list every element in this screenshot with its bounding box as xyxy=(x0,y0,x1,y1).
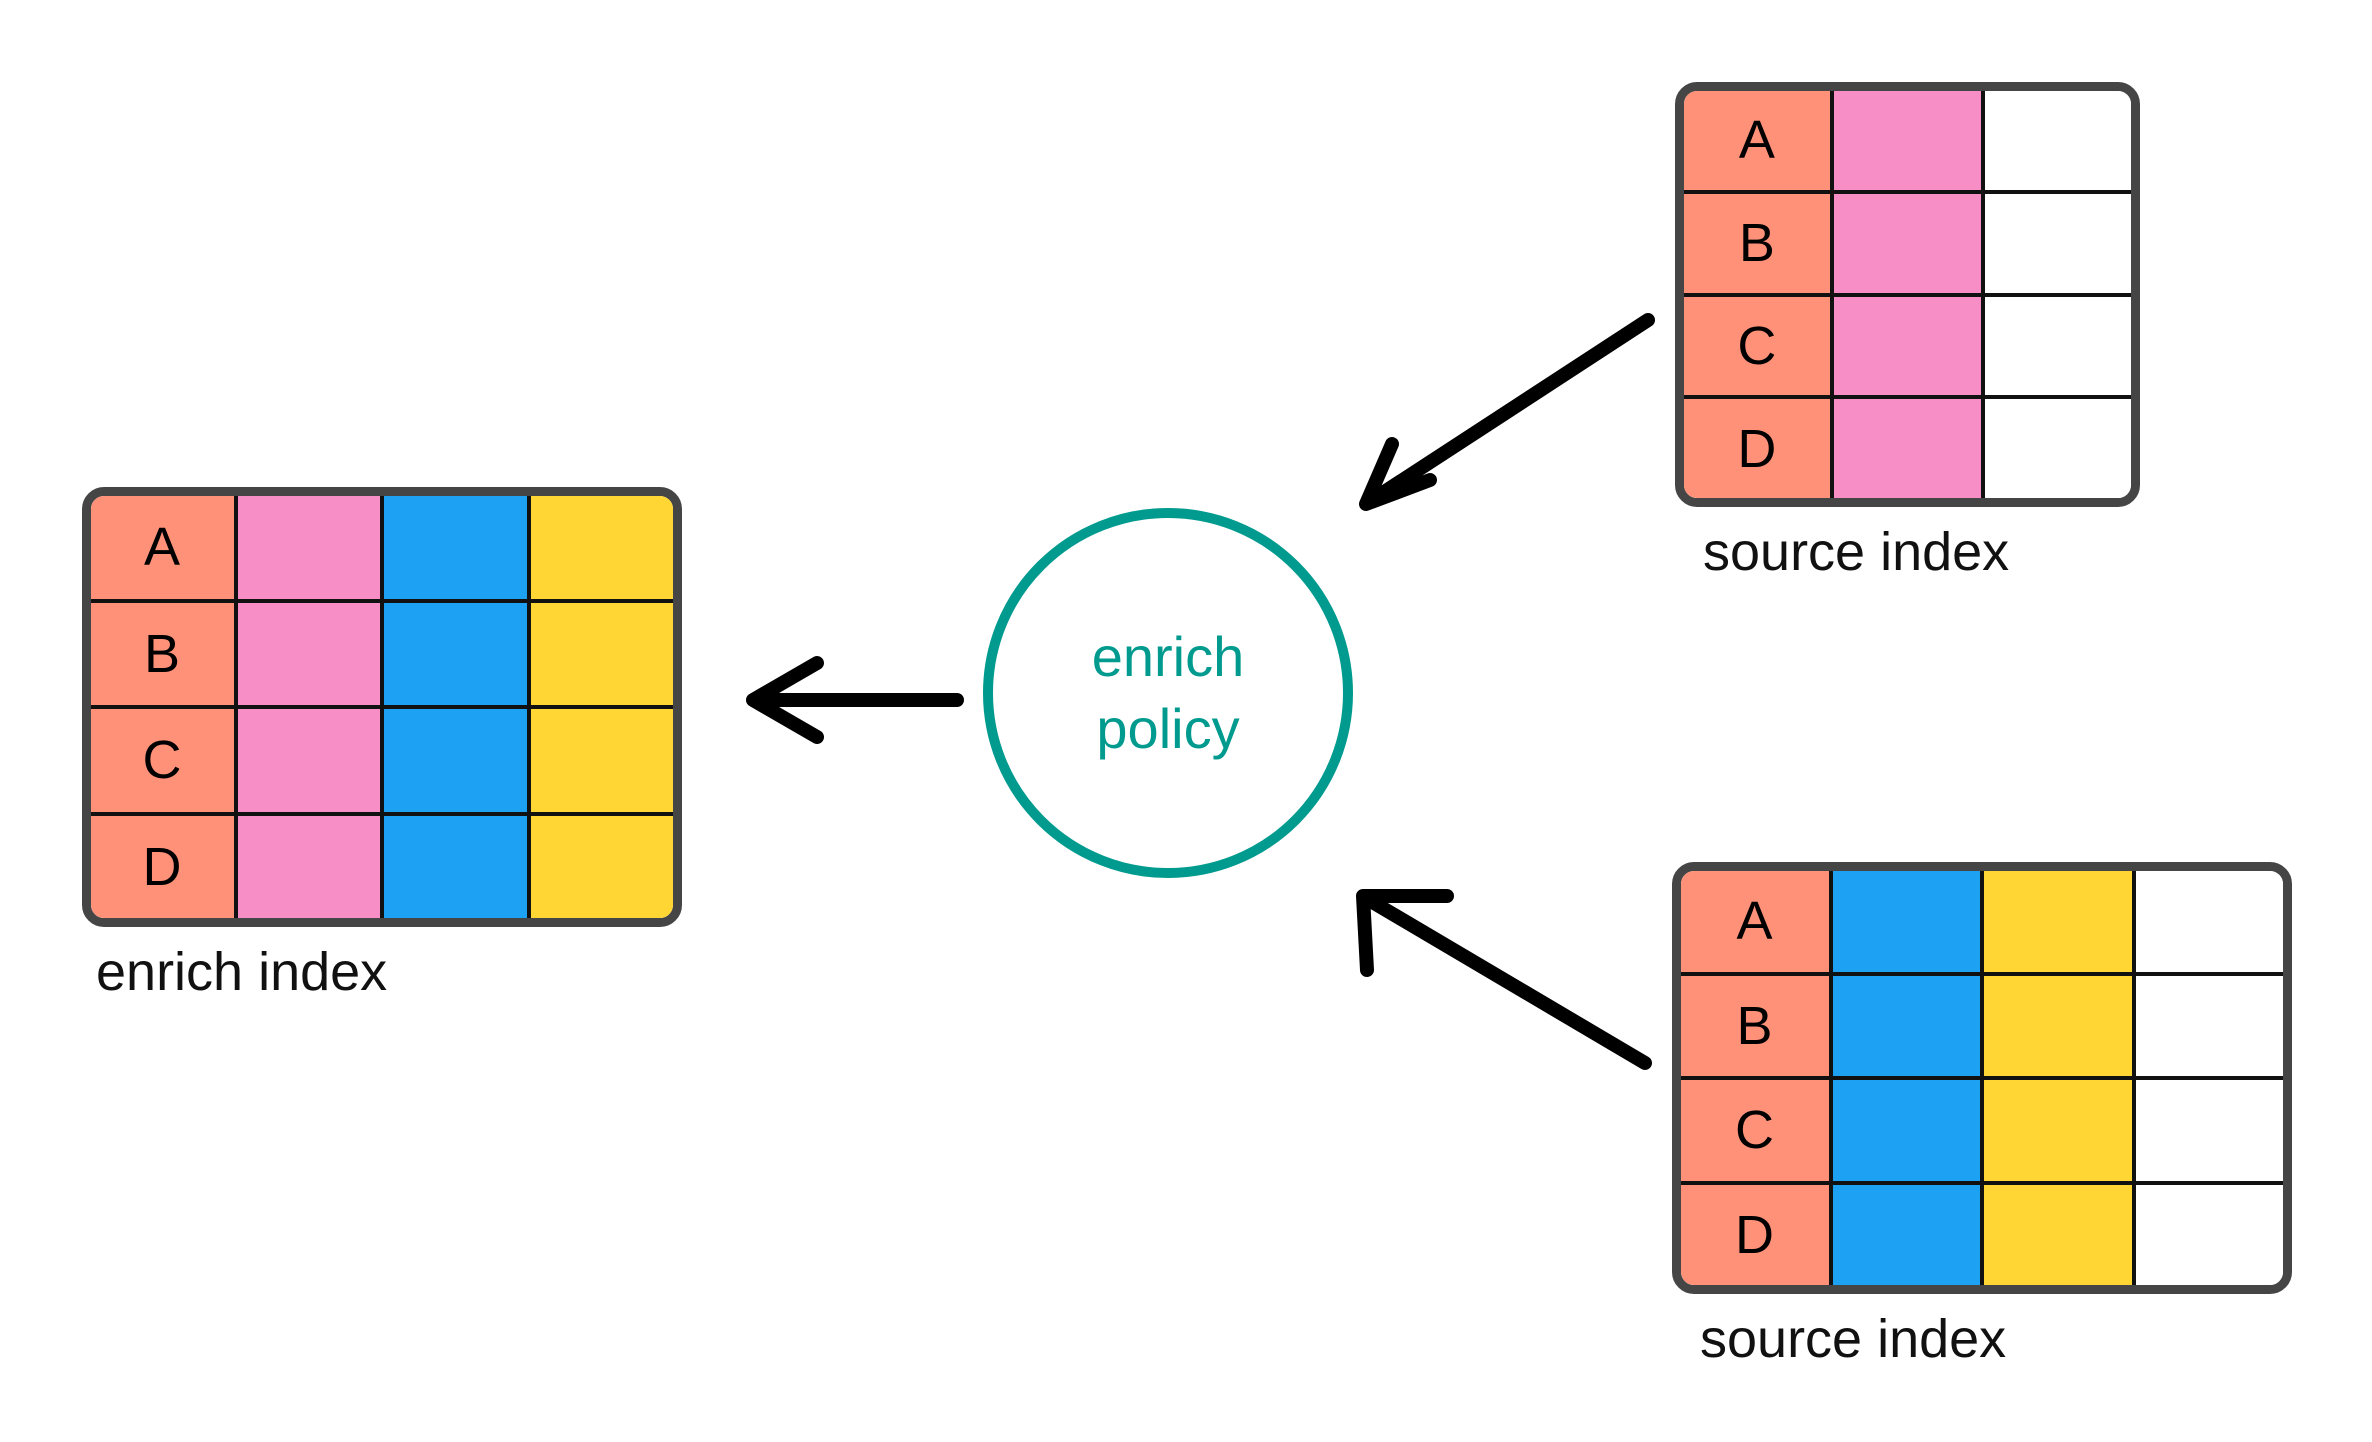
source-bottom-cell-yellow xyxy=(1980,871,2132,972)
policy-label-line2: policy xyxy=(1096,697,1240,760)
enrich-index-block: A B C xyxy=(82,487,682,1002)
table-row: C xyxy=(1684,292,2131,396)
row-key-label: A xyxy=(1738,110,1776,171)
enrich-index-cell-blue xyxy=(380,496,527,599)
row-key-label: A xyxy=(143,517,181,578)
source-bottom-cell-blue xyxy=(1828,1184,1980,1285)
enrich-index-cell-key: B xyxy=(91,602,234,705)
source-index-top-block: A B C D xyxy=(1675,82,2140,582)
table-row: C xyxy=(91,705,673,812)
source-bottom-cell-empty xyxy=(2131,871,2283,972)
source-bottom-cell-key: D xyxy=(1681,1184,1829,1285)
arrow-head-icon xyxy=(1356,889,1454,977)
enrich-index-cell-pink xyxy=(233,602,380,705)
arrow-head-icon xyxy=(1359,437,1437,511)
source-index-bottom-block: A B C xyxy=(1672,862,2292,1369)
enrich-index-cell-blue xyxy=(380,709,527,812)
table-row: B xyxy=(1681,971,2283,1076)
source-top-cell-empty xyxy=(1980,399,2131,498)
table-row: B xyxy=(1684,189,2131,293)
arrow-policy-to-enrich-index xyxy=(746,656,964,744)
source-bottom-cell-empty xyxy=(2131,1184,2283,1285)
arrow-top-source-to-policy xyxy=(1359,313,1655,511)
source-top-cell-empty xyxy=(1980,193,2131,293)
enrich-index-cell-blue xyxy=(380,815,527,918)
enrich-index-cell-yellow xyxy=(526,709,673,812)
enrich-index-cell-key: D xyxy=(91,815,234,918)
enrich-policy-node[interactable]: enrich policy xyxy=(983,508,1353,878)
table-row: D xyxy=(91,811,673,918)
row-key-label: C xyxy=(1737,315,1777,376)
row-key-label: A xyxy=(1736,891,1774,952)
enrich-index-cell-yellow xyxy=(526,496,673,599)
source-top-cell-pink xyxy=(1830,399,1981,498)
source-top-cell-key: A xyxy=(1684,91,1831,190)
enrich-index-cell-pink xyxy=(233,815,380,918)
table-row: D xyxy=(1684,395,2131,498)
row-key-label: C xyxy=(1735,1100,1775,1161)
row-key-label: D xyxy=(142,836,182,897)
source-bottom-cell-key: B xyxy=(1681,975,1829,1076)
enrich-index-cell-pink xyxy=(233,496,380,599)
source-index-bottom-caption: source index xyxy=(1700,1309,2007,1369)
arrow-shaft xyxy=(1362,893,1652,1070)
source-bottom-cell-empty xyxy=(2131,1080,2283,1181)
row-key-label: D xyxy=(1737,418,1777,479)
row-key-label: D xyxy=(1735,1204,1775,1265)
enrich-index-cell-key: A xyxy=(91,496,234,599)
enrich-index-cell-yellow xyxy=(526,602,673,705)
source-top-cell-key: D xyxy=(1684,399,1831,498)
source-bottom-cell-yellow xyxy=(1980,975,2132,1076)
arrow-bottom-source-to-policy xyxy=(1356,889,1652,1070)
source-top-cell-key: C xyxy=(1684,296,1831,396)
source-index-bottom-table: A B C xyxy=(1672,862,2292,1294)
source-bottom-cell-key: A xyxy=(1681,871,1829,972)
enrich-index-table: A B C xyxy=(82,487,682,927)
source-index-top-caption: source index xyxy=(1703,522,2010,582)
row-key-label: B xyxy=(1736,995,1774,1056)
source-bottom-cell-empty xyxy=(2131,975,2283,1076)
table-row: A xyxy=(91,496,673,599)
arrow-head-icon xyxy=(746,656,824,744)
source-top-cell-pink xyxy=(1830,193,1981,293)
source-top-cell-pink xyxy=(1830,296,1981,396)
source-bottom-cell-blue xyxy=(1828,1080,1980,1181)
row-key-label: B xyxy=(1738,213,1776,274)
source-bottom-cell-blue xyxy=(1828,871,1980,972)
source-top-cell-empty xyxy=(1980,91,2131,190)
source-bottom-cell-yellow xyxy=(1980,1184,2132,1285)
source-bottom-cell-key: C xyxy=(1681,1080,1829,1181)
row-key-label: C xyxy=(142,730,182,791)
enrich-index-caption: enrich index xyxy=(96,942,388,1002)
table-row: A xyxy=(1681,871,2283,972)
source-top-cell-empty xyxy=(1980,296,2131,396)
source-index-top-table: A B C D xyxy=(1675,82,2140,507)
source-bottom-cell-yellow xyxy=(1980,1080,2132,1181)
enrich-index-cell-blue xyxy=(380,602,527,705)
enrich-index-cell-yellow xyxy=(526,815,673,918)
table-row: D xyxy=(1681,1180,2283,1285)
policy-label-line1: enrich xyxy=(1091,625,1245,689)
source-top-cell-key: B xyxy=(1684,193,1831,293)
source-top-cell-pink xyxy=(1830,91,1981,190)
table-row: C xyxy=(1681,1076,2283,1181)
enrich-index-cell-pink xyxy=(233,709,380,812)
table-row: A xyxy=(1684,91,2131,190)
source-bottom-cell-blue xyxy=(1828,975,1980,1076)
table-row: B xyxy=(91,598,673,705)
arrow-shaft xyxy=(1365,313,1655,507)
row-key-label: B xyxy=(143,623,181,684)
enrich-index-cell-key: C xyxy=(91,709,234,812)
